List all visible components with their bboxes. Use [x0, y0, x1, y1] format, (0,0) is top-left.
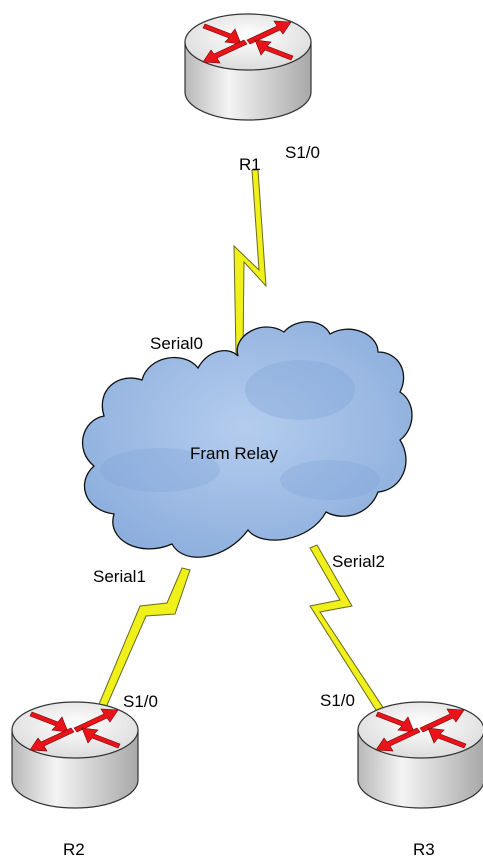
- cloud-label: Fram Relay: [190, 444, 278, 463]
- cloud-port-serial1: Serial1: [93, 567, 146, 586]
- frame-relay-cloud: Fram Relay: [82, 321, 413, 558]
- router-r1-interface: S1/0: [285, 143, 320, 162]
- router-r3-interface: S1/0: [320, 691, 355, 710]
- cloud-icon: [82, 321, 413, 558]
- router-r3: [357, 701, 483, 809]
- router-icon: [11, 701, 139, 809]
- router-r2-interface: S1/0: [123, 692, 158, 711]
- router-icon: [357, 701, 483, 809]
- router-r1-name: R1: [239, 155, 261, 174]
- cloud-port-serial2: Serial2: [332, 552, 385, 571]
- router-r2-name: R2: [63, 840, 85, 859]
- cloud-port-serial0: Serial0: [150, 334, 203, 353]
- router-r1: [184, 13, 312, 121]
- router-icon: [184, 13, 312, 121]
- serial-link-r2: [96, 567, 191, 713]
- router-r3-name: R3: [413, 840, 435, 859]
- router-r2: [11, 701, 139, 809]
